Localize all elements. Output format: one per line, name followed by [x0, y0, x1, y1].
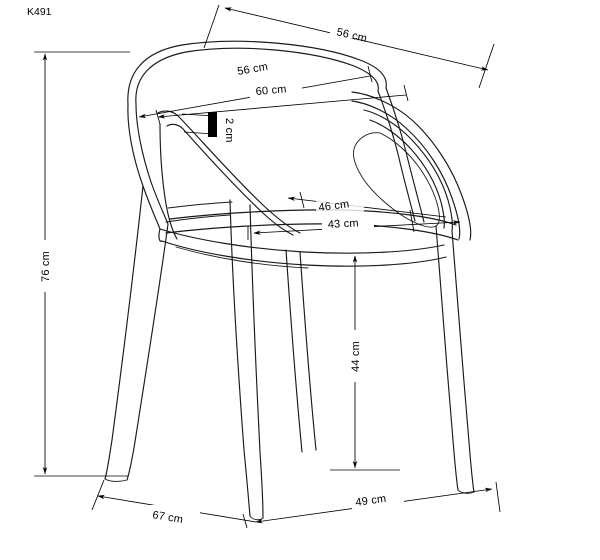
backrest-right-edge: [385, 87, 425, 223]
center-leg-right-side: [249, 204, 264, 519]
dimension-thickness: 2 cm: [181, 112, 235, 143]
rear-left-leg-inner: [285, 249, 303, 453]
dimension-label-overall-height: 76 cm: [40, 251, 52, 282]
dimension-seat-depth-upper: 46 cm: [287, 191, 447, 218]
dimension-label-depth: 67 cm: [152, 509, 185, 526]
front-left-leg-inner: [126, 223, 169, 481]
seat-front-face-left: [159, 228, 445, 254]
dimension-base-width: 49 cm: [255, 481, 501, 524]
dimension-label-backrest-width: 56 cm: [236, 61, 269, 78]
rear-right-leg-outer: [451, 230, 475, 493]
armrest-left-lower-return: [159, 123, 178, 240]
dimension-armrest-width: 60 cm: [155, 83, 409, 125]
seat-front-face-lower: [161, 240, 447, 267]
armrest-right-inner-loop2: [369, 119, 445, 229]
backrest-left-edge: [127, 104, 161, 230]
dimension-label-seat-depth-lower: 43 cm: [328, 217, 360, 231]
rear-right-leg-inner: [435, 225, 459, 491]
dimension-label-thickness: 2 cm: [223, 118, 235, 143]
center-leg-left-side: [229, 199, 251, 517]
dimension-label-seat-depth-upper: 46 cm: [318, 198, 350, 214]
dimension-label-seat-height: 44 cm: [350, 341, 362, 372]
backrest-right-edge-inner: [377, 90, 416, 222]
rear-left-leg-outer: [299, 251, 317, 451]
product-code-label: K491: [27, 6, 52, 18]
seat-left-apron: [158, 228, 163, 242]
dimension-overall-height: 76 cm: [34, 51, 130, 477]
armrest-right-inner-loop: [363, 109, 453, 232]
backrest-left-edge-inner: [135, 103, 169, 225]
backrest-lower-slat2: [165, 214, 231, 223]
under-seat-rail: [175, 246, 309, 269]
front-left-leg-outer: [104, 185, 144, 480]
armrest-right-outer: [351, 91, 472, 241]
dimension-seat-height: 44 cm: [330, 255, 400, 471]
dimension-label-armrest-width: 60 cm: [255, 83, 287, 98]
center-leg-foot: [249, 515, 264, 521]
front-left-leg-foot: [104, 478, 128, 482]
dimension-label-base-width: 49 cm: [355, 493, 387, 509]
dimension-depth: 67 cm: [91, 479, 257, 529]
backrest-lower-slat: [167, 201, 233, 209]
dimension-seat-depth-lower: 43 cm: [247, 209, 461, 240]
